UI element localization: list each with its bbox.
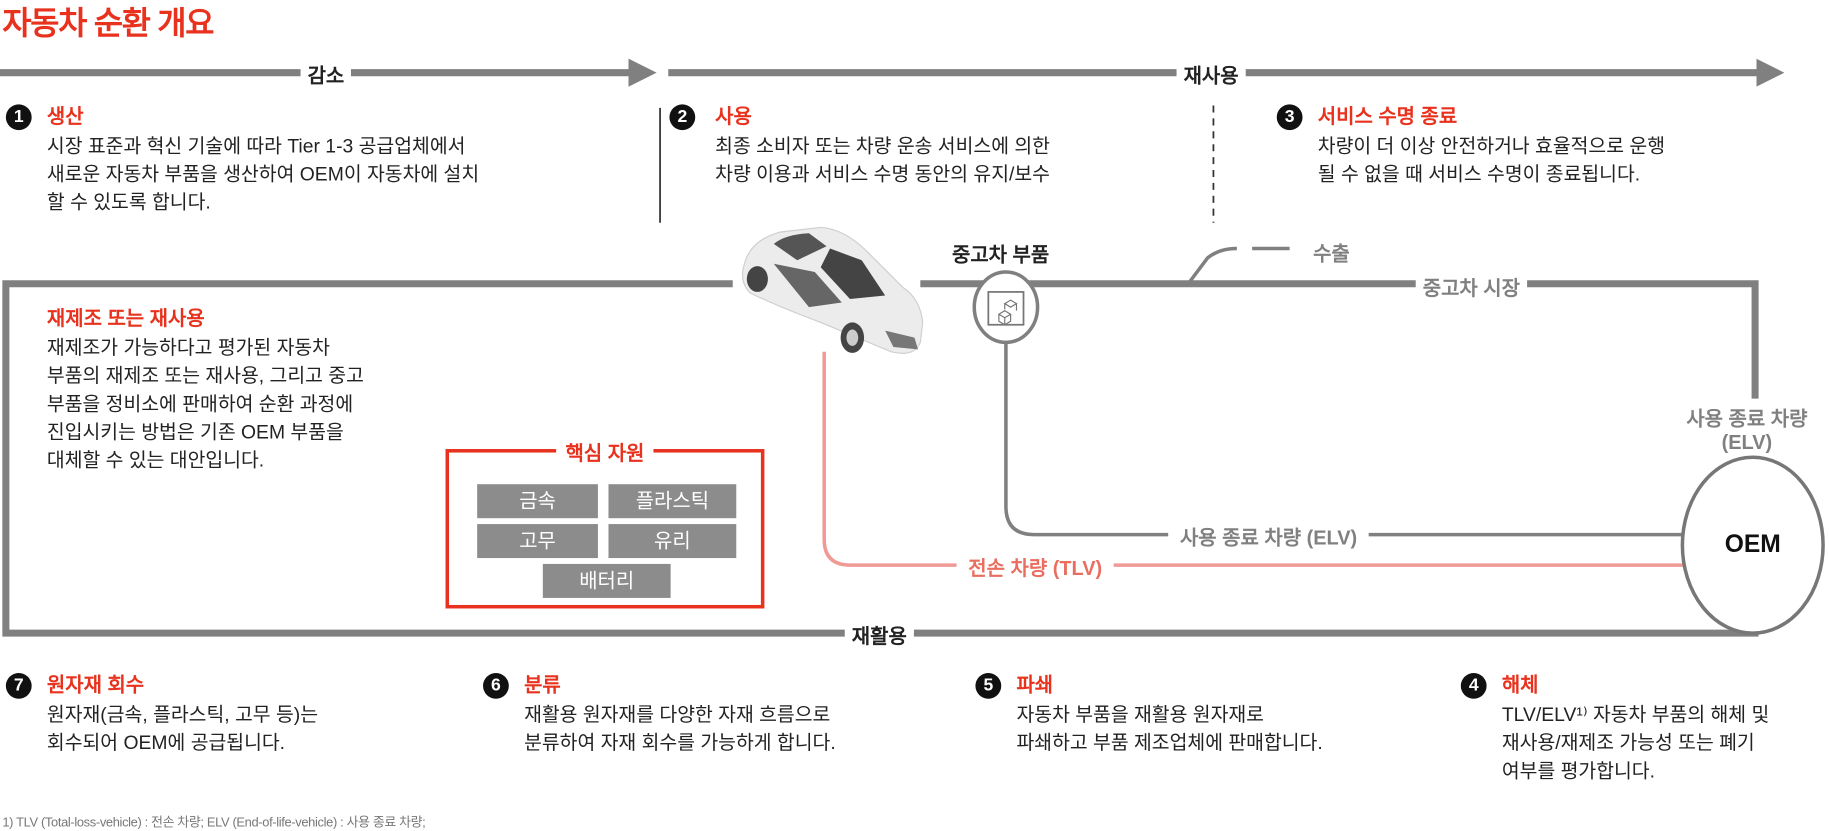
elv-right-line2: (ELV): [1721, 431, 1773, 454]
oem-circle: [1680, 455, 1825, 635]
used-parts-label: 중고차 부품: [951, 243, 1050, 267]
step-title: 분류: [524, 674, 561, 697]
tlv-line: [822, 351, 1685, 567]
flow-label-reuse: 재사용: [1176, 59, 1246, 89]
footnote: 1) TLV (Total-loss-vehicle) : 전손 차량; ELV…: [2, 815, 426, 831]
export-branch: [1188, 246, 1290, 283]
elv-right-line1: 사용 종료 차량: [1686, 407, 1808, 431]
resource-tile-glass: 유리: [608, 524, 737, 559]
step-text: 최종 소비자 또는 차량 운송 서비스에 의한 차량 이용과 서비스 수명 동안…: [715, 135, 1050, 186]
step-text: 원자재(금속, 플라스틱, 고무 등)는 회수되어 OEM에 공급됩니다.: [46, 704, 319, 754]
step-text: 재활용 원자재를 다양한 자재 흐름으로 분류하여 자재 회수를 가능하게 합니…: [524, 704, 836, 754]
export-label: 수출: [1313, 242, 1350, 265]
step-dismantling: 해체 TLV/ELV¹⁾ 자동차 부품의 해체 및 재사용/재제조 가능성 또는 …: [1502, 673, 1769, 786]
resource-tile-rubber: 고무: [477, 524, 598, 559]
remanufacture-title: 재제조 또는 재사용: [46, 307, 205, 330]
elv-line: [1004, 339, 1685, 537]
step-title: 파쇄: [1016, 674, 1054, 697]
remanufacture-text: 재제조가 가능하다고 평가된 자동차 부품의 재제조 또는 재사용, 그리고 중…: [46, 337, 364, 472]
step-number: 1: [5, 104, 32, 131]
step-text: 자동차 부품을 재활용 원자재로 파쇄하고 부품 제조업체에 판매합니다.: [1016, 704, 1323, 754]
step-text: 시장 표준과 혁신 기술에 따라 Tier 1-3 공급업체에서 새로운 자동차…: [46, 135, 480, 214]
step-number: 4: [1460, 672, 1487, 699]
flow-label-recycle: 재활용: [844, 619, 914, 649]
step-title: 해체: [1501, 674, 1539, 697]
parts-box-icon: [972, 270, 1040, 345]
step-number: 5: [975, 672, 1002, 699]
step-title: 사용: [715, 105, 752, 128]
step-text: TLV/ELV¹⁾ 자동차 부품의 해체 및 재사용/재제조 가능성 또는 폐기…: [1501, 704, 1770, 782]
resource-tile-metal: 금속: [477, 484, 598, 519]
car-illustration: [741, 226, 924, 354]
tlv-line-label: 전손 차량 (TLV): [956, 551, 1114, 581]
step-number: 7: [5, 672, 32, 699]
elv-line-label: 사용 종료 차량 (ELV): [1168, 521, 1369, 551]
step-title: 생산: [46, 105, 84, 128]
resource-tile-plastic: 플라스틱: [608, 484, 737, 519]
elv-right-label: 사용 종료 차량(ELV): [1686, 408, 1807, 455]
step-number: 3: [1276, 104, 1303, 131]
page-title: 자동차 순환 개요: [2, 5, 214, 42]
used-market-label: 중고차 시장: [1415, 271, 1528, 301]
step-number: 6: [483, 672, 509, 699]
oem-label: OEM: [1724, 531, 1781, 559]
step-title: 서비스 수명 종료: [1317, 105, 1458, 128]
step-number: 2: [669, 104, 696, 131]
flow-label-reduce: 감소: [300, 59, 352, 89]
step-title: 원자재 회수: [46, 674, 145, 697]
core-resources-title: 핵심 자원: [556, 436, 654, 467]
step-text: 차량이 더 이상 안전하거나 효율적으로 운행 될 수 없을 때 서비스 수명이…: [1317, 135, 1666, 186]
resource-tile-battery: 배터리: [542, 563, 671, 598]
